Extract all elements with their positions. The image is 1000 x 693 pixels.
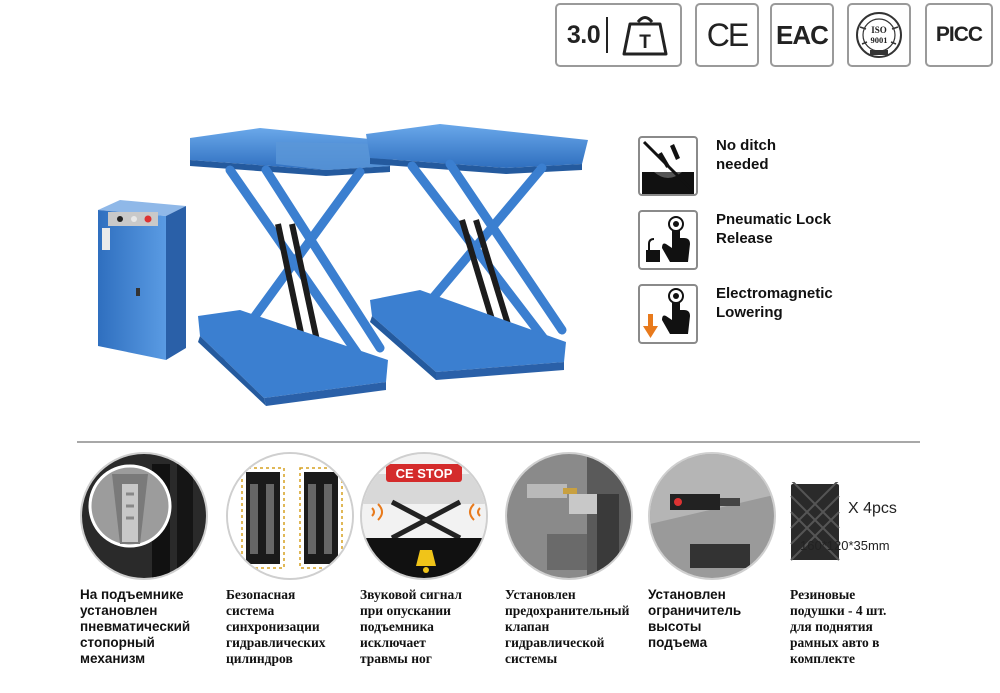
capacity-badge: 3.0 T xyxy=(555,3,682,67)
right-lift-platform xyxy=(366,124,588,380)
section-divider xyxy=(77,441,920,443)
rubber-pad-photo xyxy=(790,482,840,562)
height-limiter-photo xyxy=(648,452,776,580)
svg-text:9001: 9001 xyxy=(871,35,888,45)
advantage-caption: Безопасная система синхронизации гидравл… xyxy=(226,587,326,666)
capacity-value: 3.0 xyxy=(566,20,601,49)
safety-valve-photo xyxy=(505,452,633,580)
feature-pneumatic-lock: Pneumatic Lock Release xyxy=(638,210,958,272)
ce-badge: CE xyxy=(695,3,759,67)
lock-mechanism-photo xyxy=(80,452,208,580)
cylinders-photo xyxy=(226,452,354,580)
feature-electromagnetic-lowering: Electromagnetic Lowering xyxy=(638,284,958,346)
eac-badge: EAC xyxy=(770,3,834,67)
pad-size: 160*120*35mm xyxy=(800,538,890,553)
iso-seal-icon: ISO 9001 xyxy=(856,12,902,58)
advantage-caption: Резиновые подушки - 4 шт. для поднятия р… xyxy=(790,587,887,666)
eac-mark: EAC xyxy=(776,19,829,50)
advantage-caption: Звуковой сигнал при опускании подъемника… xyxy=(360,587,462,666)
no-ditch-icon xyxy=(638,136,698,196)
weight-letter: T xyxy=(639,32,651,53)
iso-badge: ISO 9001 xyxy=(847,3,911,67)
feature-no-ditch: No ditch needed xyxy=(638,136,958,198)
advantage-caption: На подъемнике установлен пневматический … xyxy=(80,587,191,666)
pneumatic-lock-icon xyxy=(638,210,698,270)
pad-quantity: X 4pcs xyxy=(848,500,897,517)
weight-icon: T xyxy=(622,16,668,56)
svg-text:ISO: ISO xyxy=(871,25,887,35)
advantage-caption: Установлен ограничитель высоты подъема xyxy=(648,587,742,650)
picc-badge: PICC xyxy=(925,3,993,67)
picc-mark: PICC xyxy=(935,23,983,46)
scissor-lift-illustration xyxy=(98,124,588,406)
feature-label: Pneumatic Lock Release xyxy=(716,211,832,247)
capacity-separator xyxy=(606,17,609,53)
electromagnetic-lowering-icon xyxy=(638,284,698,344)
ce-stop-icon: CE STOP xyxy=(360,452,488,580)
feature-label: No ditch needed xyxy=(716,137,776,173)
certification-badges: 3.0 T CE EAC ISO 9001 PICC xyxy=(555,3,995,67)
feature-label: Electromagnetic Lowering xyxy=(716,285,833,321)
ce-mark: CE xyxy=(706,16,749,53)
control-cabinet xyxy=(98,200,186,360)
ce-stop-label: CE STOP xyxy=(396,466,453,481)
left-lift-platform xyxy=(190,128,400,406)
advantage-caption: Установлен предохранительный клапан гидр… xyxy=(505,587,630,666)
